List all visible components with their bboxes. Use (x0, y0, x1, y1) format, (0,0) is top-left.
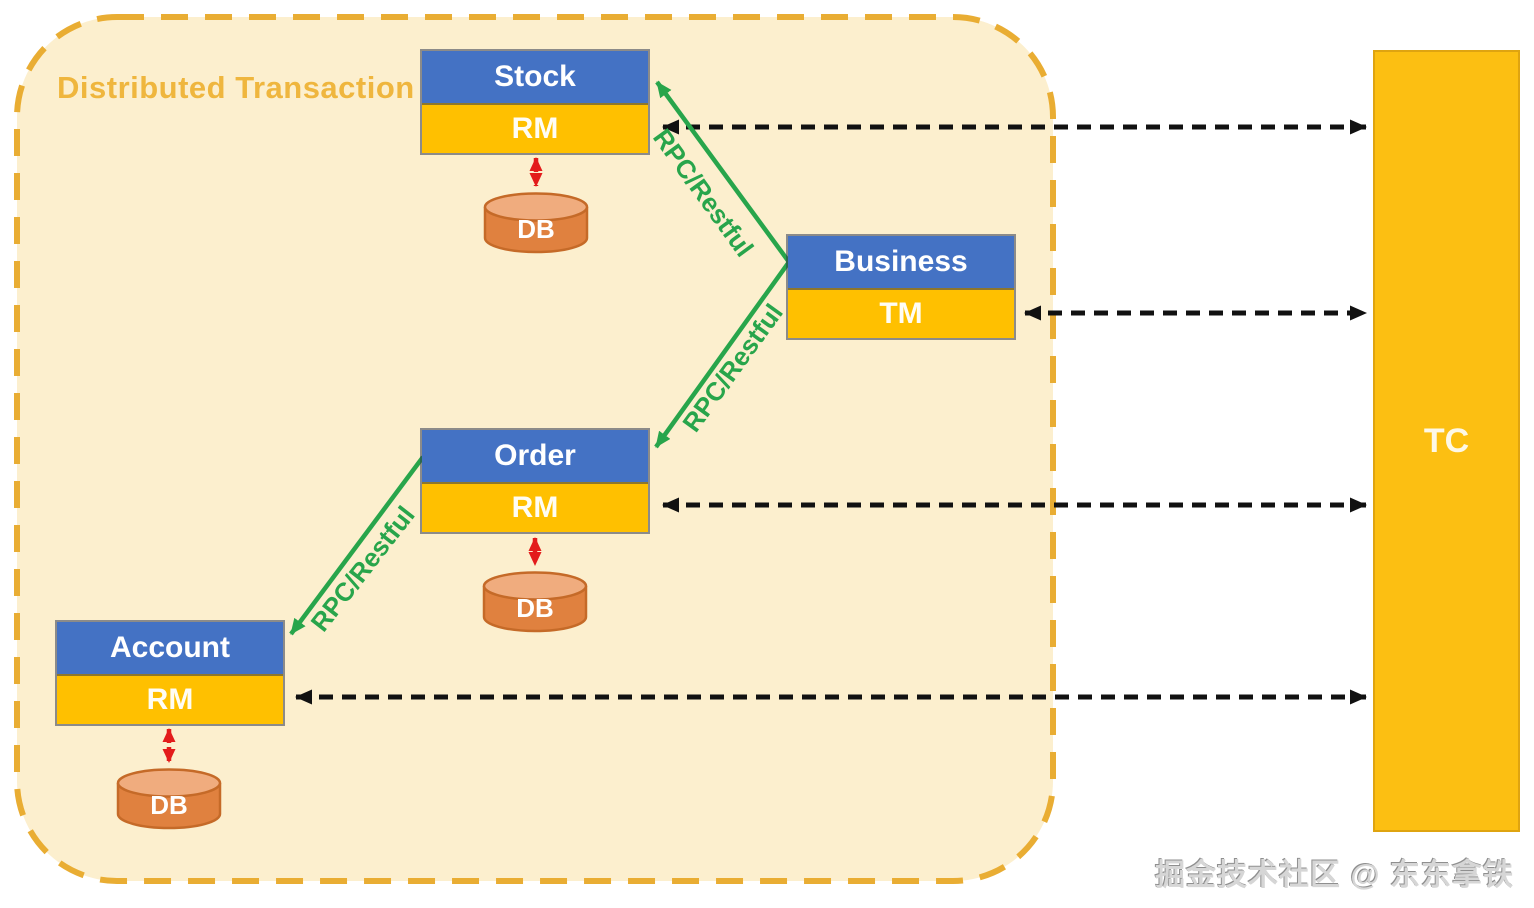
watermark-text: 掘金技术社区 @ 东东拿铁 (1155, 859, 1514, 892)
service-order: Order RM (422, 430, 648, 532)
database-icon (482, 571, 588, 633)
service-business-name: Business (788, 236, 1014, 288)
service-stock-name: Stock (422, 51, 648, 103)
tc-label: TC (1423, 421, 1470, 460)
service-business-role-tm: TM (788, 288, 1014, 338)
service-stock: Stock RM (422, 51, 648, 153)
transaction-coordinator: TC (1373, 50, 1520, 832)
order-db-cylinder: DB (481, 569, 589, 635)
account-db-cylinder: DB (115, 766, 223, 832)
service-order-name: Order (422, 430, 648, 482)
service-account-role-rm: RM (57, 674, 283, 724)
account-db-label: DB (150, 790, 188, 820)
rpc-arrow-order-account (289, 455, 425, 636)
database-icon (483, 192, 589, 254)
order-db-label: DB (516, 593, 554, 623)
service-business: Business TM (788, 236, 1014, 338)
service-account-name: Account (57, 622, 283, 674)
database-icon (116, 768, 222, 830)
boundary-title: Distributed Transaction (57, 70, 415, 105)
service-stock-role-rm: RM (422, 103, 648, 153)
rpc-arrow-business-order (654, 260, 791, 449)
service-order-role-rm: RM (422, 482, 648, 532)
stock-db-cylinder: DB (482, 190, 590, 256)
rpc-arrow-business-stock (655, 80, 791, 264)
service-account: Account RM (57, 622, 283, 724)
stock-db-label: DB (517, 214, 555, 244)
